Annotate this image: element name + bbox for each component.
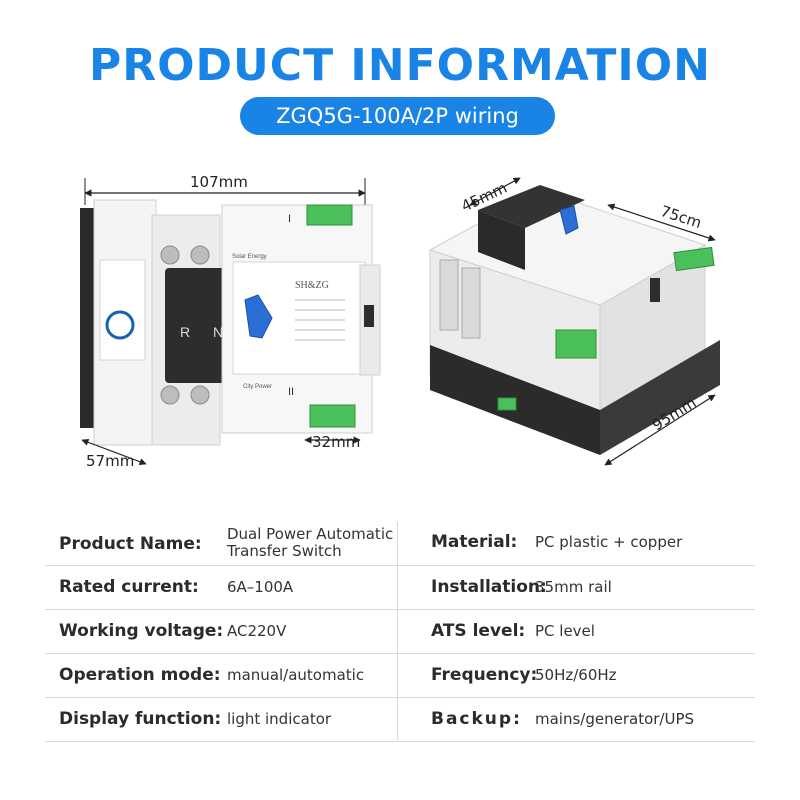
iso-view [428, 177, 720, 466]
spec-value: AC220V [227, 622, 287, 640]
front-view: R N SH&ZG I Solar Energy II City Power [80, 178, 381, 466]
spec-value-2: 50Hz/60Hz [535, 666, 617, 684]
spec-label-2: Installation: [431, 577, 547, 597]
svg-text:R: R [180, 324, 190, 340]
spec-value-2: mains/generator/UPS [535, 710, 695, 728]
dim-front-depth: 57mm [86, 452, 135, 470]
spec-label-2: ATS level: [431, 621, 526, 641]
product-illustration: R N SH&ZG I Solar Energy II City Power [80, 177, 720, 466]
spec-value: 6A–100A [227, 578, 294, 596]
spec-row: Product Name: Dual Power Automatic Trans… [45, 522, 755, 566]
spec-value: manual/automatic [227, 666, 365, 684]
svg-text:II: II [288, 386, 294, 398]
dim-terminal-width: 32mm [312, 433, 361, 451]
svg-text:SH&ZG: SH&ZG [295, 280, 329, 291]
spec-value-2: 35mm rail [535, 578, 612, 596]
spec-value-2: PC level [535, 622, 595, 640]
spec-label-2: Backup: [431, 709, 522, 729]
page-title: PRODUCT INFORMATION [89, 40, 711, 91]
spec-label: Working voltage: [59, 621, 224, 641]
spec-table: Product Name: Dual Power Automatic Trans… [45, 522, 755, 742]
spec-label: Product Name: [59, 534, 202, 554]
spec-label-2: Material: [431, 532, 518, 552]
spec-row: Display function: light indicator Backup… [45, 698, 755, 742]
spec-label-2: Frequency: [431, 665, 538, 685]
spec-value-2: PC plastic + copper [535, 533, 683, 551]
svg-text:I: I [288, 213, 291, 225]
spec-row: Operation mode: manual/automatic Frequen… [45, 654, 755, 698]
dim-front-width: 107mm [190, 173, 248, 191]
spec-label: Rated current: [59, 577, 199, 597]
svg-text:N: N [213, 324, 223, 340]
spec-value: light indicator [227, 710, 332, 728]
spec-value: Dual Power Automatic Transfer Switch [227, 525, 394, 560]
model-badge: ZGQ5G-100A/2P wiring [240, 97, 555, 135]
spec-label: Operation mode: [59, 665, 221, 685]
spec-label: Display function: [59, 709, 222, 729]
svg-text:City Power: City Power [243, 384, 272, 390]
svg-text:Solar Energy: Solar Energy [232, 254, 267, 260]
spec-row: Rated current: 6A–100A Installation: 35m… [45, 566, 755, 610]
column-divider [397, 522, 398, 740]
spec-row: Working voltage: AC220V ATS level: PC le… [45, 610, 755, 654]
